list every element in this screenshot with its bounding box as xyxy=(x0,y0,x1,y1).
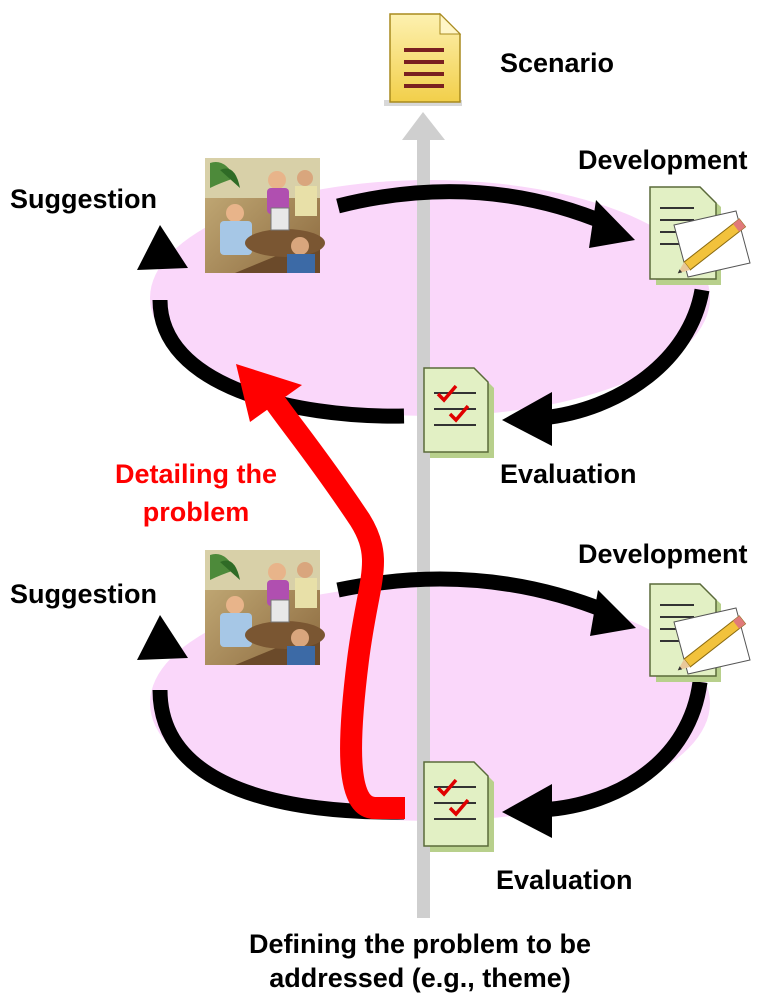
detailing-arrow xyxy=(236,364,405,819)
upper-bottom-arc-arrow xyxy=(137,225,405,424)
document-pencil-icon xyxy=(649,583,751,682)
checklist-document-icon xyxy=(423,367,494,458)
checklist-document-icon xyxy=(423,761,494,852)
upper-right-arc-arrow xyxy=(502,288,710,446)
detailing-label-line1: Detailing the xyxy=(114,459,277,489)
lower-right-arc-arrow xyxy=(502,680,708,838)
document-pencil-icon xyxy=(649,186,751,285)
lower-evaluation-label: Evaluation xyxy=(496,865,633,895)
upper-top-arc-arrow xyxy=(336,184,635,248)
upper-suggestion-label: Suggestion xyxy=(10,184,157,214)
scenario-document-icon xyxy=(384,12,462,106)
upper-development-label: Development xyxy=(578,145,748,175)
detailing-label-line2: problem xyxy=(142,497,250,527)
bottom-caption-line2: addressed (e.g., theme) xyxy=(269,963,571,993)
meeting-people-icon xyxy=(205,158,325,273)
upper-evaluation-label: Evaluation xyxy=(500,459,637,489)
bottom-caption-line1: Defining the problem to be xyxy=(249,929,591,959)
meeting-people-icon xyxy=(205,550,325,665)
lower-development-label: Development xyxy=(578,539,748,569)
scenario-label: Scenario xyxy=(500,48,615,78)
progress-axis-arrow xyxy=(402,112,445,918)
lower-suggestion-label: Suggestion xyxy=(10,579,157,609)
